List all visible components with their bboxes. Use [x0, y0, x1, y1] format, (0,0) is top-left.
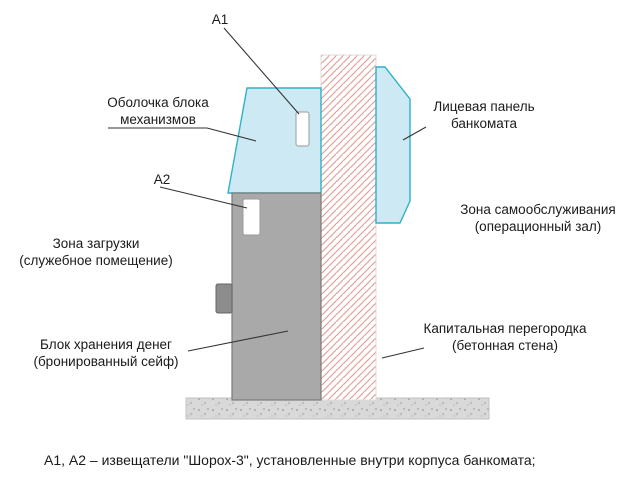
- label-loading-zone: Зона загрузки (служебное помещение): [5, 235, 187, 270]
- shell-leader-line: [108, 127, 257, 142]
- partition-leader-line: [381, 347, 425, 359]
- label-partition-line2: (бетонная стена): [452, 338, 558, 354]
- label-mechanism-shell: Оболочка блока механизмов: [98, 94, 218, 129]
- partition-wall: [320, 54, 377, 401]
- floor: [185, 397, 490, 420]
- label-safe-line2: (бронированный сейф): [33, 354, 179, 370]
- label-safe-line1: Блок хранения денег: [40, 337, 172, 352]
- safe-leader-line: [187, 330, 289, 352]
- label-front-panel: Лицевая панель банкомата: [423, 98, 545, 133]
- label-self-service-zone: Зона самообслуживания (операционный зал): [445, 201, 631, 236]
- label-a1: А1: [203, 11, 237, 28]
- label-a1-text: А1: [211, 12, 229, 27]
- front-panel-shape: [375, 66, 411, 224]
- label-partition-line1: Капитальная перегородка: [423, 321, 587, 336]
- label-self-service-line2: (операционный зал): [474, 219, 602, 235]
- label-mechanism-shell-line2: механизмов: [120, 112, 196, 128]
- label-safe: Блок хранения денег (бронированный сейф): [13, 336, 199, 371]
- label-a2: А2: [145, 171, 179, 188]
- a2-leader-line: [159, 186, 248, 209]
- label-front-panel-line1: Лицевая панель: [433, 99, 535, 114]
- front-panel-leader-line: [402, 126, 427, 141]
- detector-a2-shape: [242, 198, 261, 236]
- safe-knob: [215, 283, 233, 314]
- a1-leader-line: [223, 27, 300, 115]
- label-a2-text: А2: [153, 172, 171, 187]
- label-mechanism-shell-line1: Оболочка блока: [107, 95, 209, 110]
- label-partition: Капитальная перегородка (бетонная стена): [407, 320, 603, 355]
- label-loading-zone-line2: (служебное помещение): [19, 253, 173, 269]
- detector-a1-shape: [295, 111, 310, 147]
- label-front-panel-line2: банкомата: [451, 116, 517, 132]
- label-self-service-line1: Зона самообслуживания: [460, 202, 616, 217]
- diagram-caption: А1, А2 – извещатели "Шорох-3", установле…: [44, 452, 536, 468]
- label-loading-zone-line1: Зона загрузки: [52, 236, 140, 251]
